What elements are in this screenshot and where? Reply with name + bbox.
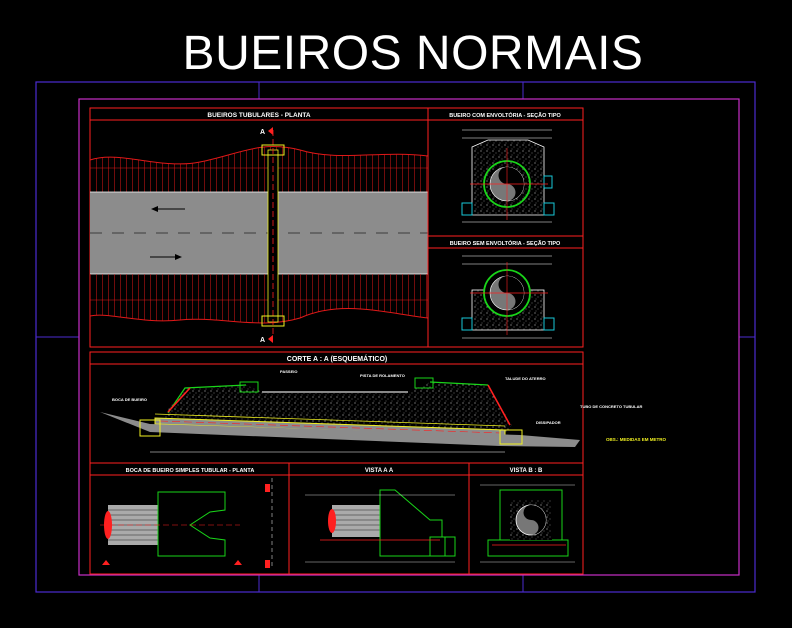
view-a-drawing: [305, 489, 456, 563]
cut-title: CORTE A : A (ESQUEMÁTICO): [287, 354, 387, 363]
marker-a-bottom: A: [260, 337, 265, 344]
note-boca: BOCA DE BUEIRO: [112, 397, 147, 402]
section-with-title: BUEIRO COM ENVOLTÓRIA - SEÇÃO TIPO: [449, 111, 561, 119]
section-with-envelope-panel: BUEIRO COM ENVOLTÓRIA - SEÇÃO TIPO: [427, 107, 584, 237]
section-without-title: BUEIRO SEM ENVOLTÓRIA - SEÇÃO TIPO: [450, 239, 561, 247]
road-surface: [90, 192, 428, 274]
note-passeio: PASSEIO: [280, 369, 298, 374]
mouth-plan-title: BOCA DE BUEIRO SIMPLES TUBULAR - PLANTA: [126, 468, 255, 474]
note-units: OBS.: MEDIDAS EM METRO: [606, 437, 667, 442]
section-without-envelope-panel: BUEIRO SEM ENVOLTÓRIA - SEÇÃO TIPO: [427, 235, 584, 348]
note-talude: TALUDE DO ATERRO: [505, 376, 546, 381]
drawing-title: BUEIROS NORMAIS: [182, 27, 644, 80]
note-tubo: TUBO DE CONCRETO TUBULAR: [580, 404, 642, 409]
plan-panel: BUEIROS TUBULARES - PLANTA A A: [89, 107, 429, 348]
marker-a-top: A: [260, 129, 265, 136]
inner-frame: [78, 98, 740, 576]
plan-title: BUEIROS TUBULARES - PLANTA: [207, 112, 310, 119]
note-pista: PISTA DE ROLAMENTO: [360, 373, 405, 378]
view-b-drawing: [480, 484, 575, 563]
view-a-title: VISTA A A: [365, 468, 394, 474]
cut-section-panel: CORTE A : A (ESQUEMÁTICO) PASSEIO PISTA …: [89, 351, 667, 464]
mouth-plan-drawing: [100, 478, 273, 568]
view-b-title: VISTA B : B: [510, 468, 543, 474]
note-dissipador: DISSIPADOR: [536, 420, 561, 425]
bottom-panels: BOCA DE BUEIRO SIMPLES TUBULAR - PLANTA …: [89, 462, 584, 575]
